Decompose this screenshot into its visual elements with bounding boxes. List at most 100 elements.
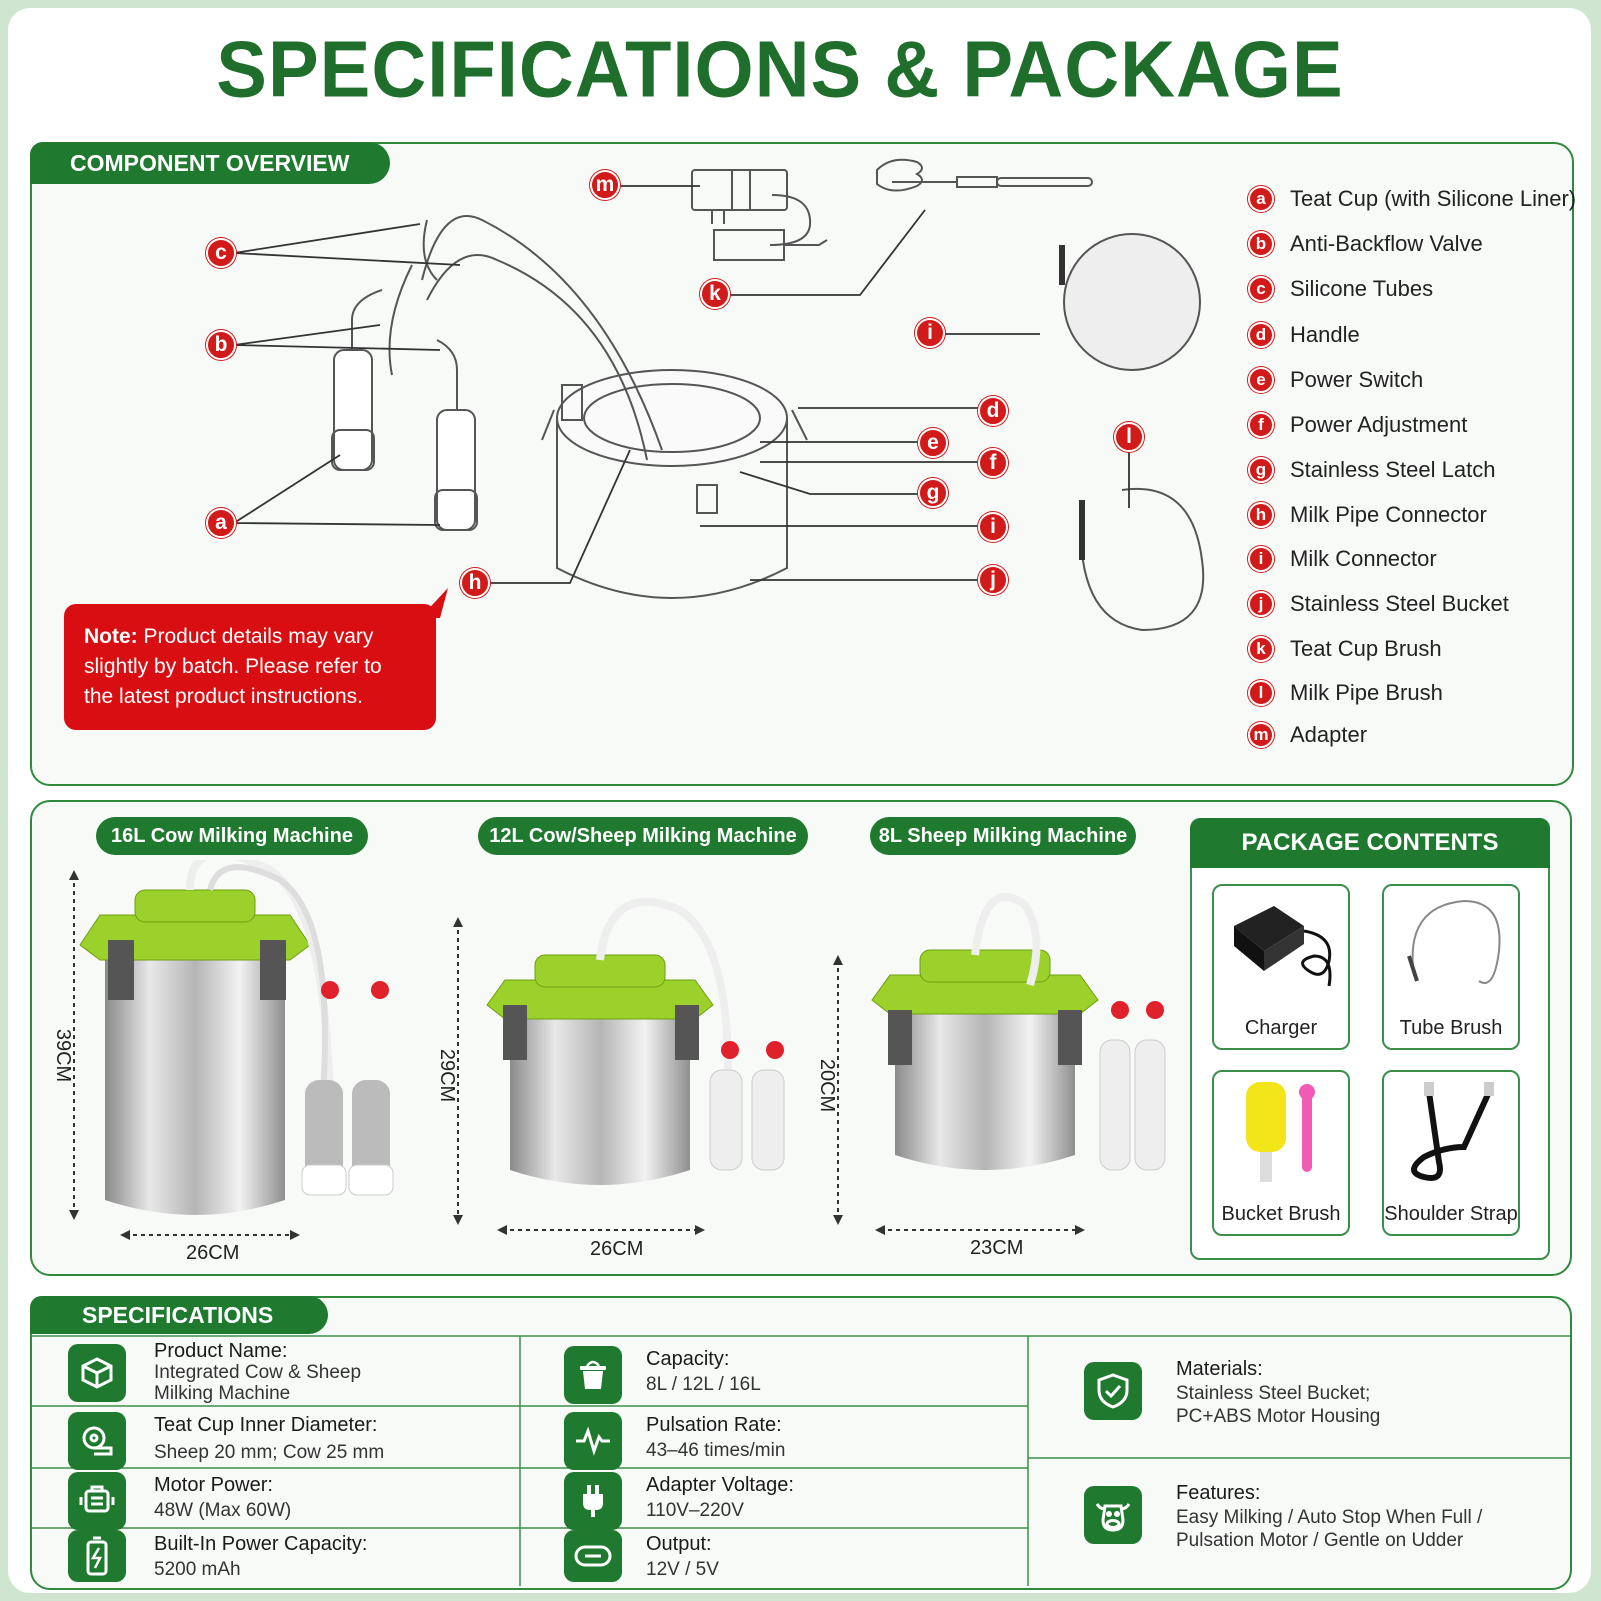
legend-label-e: Power Switch <box>1290 367 1424 392</box>
shoulder-strap-icon <box>1411 1082 1494 1181</box>
shoulder-strap-label: Shoulder Strap <box>1384 1203 1518 1225</box>
legend-marker-h: h <box>1248 502 1274 528</box>
legend-marker-b: b <box>1248 231 1274 257</box>
width-8l: 23CM <box>970 1237 1024 1259</box>
bucket-brush-label: Bucket Brush <box>1221 1203 1341 1225</box>
pulse-icon <box>564 1412 622 1470</box>
legend-label-j: Stainless Steel Bucket <box>1290 591 1509 616</box>
legend-item-h: h Milk Pipe Connector <box>1248 500 1487 530</box>
box-icon <box>68 1344 126 1402</box>
height-16l: 39CM <box>52 1028 75 1083</box>
legend-marker-a: a <box>1248 186 1274 212</box>
legend-item-d: d Handle <box>1248 320 1360 350</box>
legend-marker-f: f <box>1248 412 1274 438</box>
note-text: Product details may vary slightly by bat… <box>84 625 382 708</box>
spec-value-capacity: 8L / 12L / 16L <box>646 1374 761 1395</box>
marker-g: g <box>918 478 948 508</box>
leader-lines <box>233 185 1130 584</box>
legend-marker-e: e <box>1248 367 1274 393</box>
legend-marker-l: l <box>1248 680 1274 706</box>
spec-label-capacity: Capacity: <box>646 1348 730 1370</box>
marker-a: a <box>206 508 236 538</box>
spec-label-power-capacity: Built-In Power Capacity: <box>154 1533 368 1555</box>
tube-brush-icon <box>1407 899 1501 984</box>
spec-label-output: Output: <box>646 1533 712 1555</box>
marker-f: f <box>978 448 1008 478</box>
height-12l: 29CM <box>436 1048 459 1103</box>
component-diagram <box>331 158 1205 632</box>
note-box: Note: Product details may vary slightly … <box>64 604 436 730</box>
legend-item-e: e Power Switch <box>1248 365 1423 395</box>
marker-m: m <box>590 170 620 200</box>
width-16l: 26CM <box>186 1242 240 1264</box>
bucket-drawing <box>541 369 808 599</box>
machine-16l-drawing <box>79 860 394 1215</box>
marker-j: j <box>978 565 1008 595</box>
marker-d: d <box>978 396 1008 426</box>
legend-item-f: f Power Adjustment <box>1248 410 1467 440</box>
legend-label-f: Power Adjustment <box>1290 412 1468 437</box>
charger-icon <box>1234 906 1332 987</box>
teat-cup-brush-drawing <box>876 158 1093 192</box>
legend-item-j: j Stainless Steel Bucket <box>1248 589 1509 619</box>
package-item-bucket-brush: Bucket Brush <box>1212 1070 1350 1236</box>
page-title: SPECIFICATIONS & PACKAGE <box>216 24 1344 115</box>
legend-item-k: k Teat Cup Brush <box>1248 634 1442 664</box>
specifications-panel <box>30 1296 1572 1590</box>
legend-label-h: Milk Pipe Connector <box>1290 502 1487 527</box>
legend-item-m: m Adapter <box>1248 720 1367 750</box>
marker-h: h <box>460 568 490 598</box>
spec-label-features: Features: <box>1176 1482 1261 1504</box>
spec-value-product-name-line2: Milking Machine <box>154 1383 291 1404</box>
component-overview-tab: COMPONENT OVERVIEW <box>30 142 390 184</box>
legend-item-a: a Teat Cup (with Silicone Liner) <box>1248 184 1576 214</box>
tube-brush-label: Tube Brush <box>1399 1017 1503 1039</box>
machine-8l-drawing <box>871 892 1166 1171</box>
specifications-tab: SPECIFICATIONS <box>30 1296 328 1334</box>
spec-value-teat-cup-diameter: Sheep 20 mm; Cow 25 mm <box>154 1442 385 1463</box>
spec-value-materials-line2: PC+ABS Motor Housing <box>1176 1406 1381 1427</box>
spec-value-product-name-line1: Integrated Cow & Sheep <box>154 1362 362 1383</box>
marker-i: i <box>978 512 1008 542</box>
legend-item-l: l Milk Pipe Brush <box>1248 678 1443 708</box>
legend-marker-c: c <box>1248 276 1274 302</box>
marker-e: e <box>918 428 948 458</box>
legend-label-g: Stainless Steel Latch <box>1290 457 1496 482</box>
legend-label-m: Adapter <box>1290 722 1368 747</box>
legend-item-c: c Silicone Tubes <box>1248 274 1433 304</box>
package-contents-header: PACKAGE CONTENTS <box>1190 818 1550 868</box>
milk-pipe-brush-drawing <box>1079 487 1205 632</box>
marker-b: b <box>206 330 236 360</box>
legend-marker-g: g <box>1248 457 1274 483</box>
usb-icon <box>564 1530 622 1582</box>
model-pill-12l: 12L Cow/Sheep Milking Machine <box>478 817 808 855</box>
charger-label: Charger <box>1244 1017 1318 1039</box>
legend-label-a: Teat Cup (with Silicone Liner) <box>1290 186 1577 211</box>
package-item-tube-brush: Tube Brush <box>1382 884 1520 1050</box>
tape-measure-icon <box>68 1412 126 1470</box>
spec-label-materials: Materials: <box>1176 1358 1263 1380</box>
plug-icon <box>564 1472 622 1530</box>
legend-label-b: Anti-Backflow Valve <box>1290 231 1483 256</box>
spec-value-motor-power: 48W (Max 60W) <box>154 1500 292 1521</box>
spec-value-pulsation-rate: 43–46 times/min <box>646 1440 786 1461</box>
legend-marker-m: m <box>1248 722 1274 748</box>
component-overview-tab-label: COMPONENT OVERVIEW <box>70 149 350 176</box>
height-8l: 20CM <box>816 1058 839 1113</box>
machine-12l-drawing <box>486 897 785 1185</box>
shield-check-icon <box>1084 1362 1142 1420</box>
legend-item-b: b Anti-Backflow Valve <box>1248 229 1483 259</box>
legend-item-g: g Stainless Steel Latch <box>1248 455 1495 485</box>
note-bold: Note: <box>84 625 138 648</box>
spec-label-motor-power: Motor Power: <box>154 1474 273 1496</box>
spec-label-teat-cup-diameter: Teat Cup Inner Diameter: <box>154 1414 378 1436</box>
model-pill-8l: 8L Sheep Milking Machine <box>870 817 1136 855</box>
spec-grid <box>30 1335 1570 1586</box>
legend-marker-d: d <box>1248 322 1274 348</box>
spec-value-features-line2: Pulsation Motor / Gentle on Udder <box>1176 1530 1464 1551</box>
specifications-tab-label: SPECIFICATIONS <box>82 1301 274 1328</box>
spec-value-adapter-voltage: 110V–220V <box>646 1500 744 1521</box>
marker-i-top: i <box>915 318 945 348</box>
legend-label-l: Milk Pipe Brush <box>1290 680 1443 705</box>
spec-label-pulsation-rate: Pulsation Rate: <box>646 1414 782 1436</box>
